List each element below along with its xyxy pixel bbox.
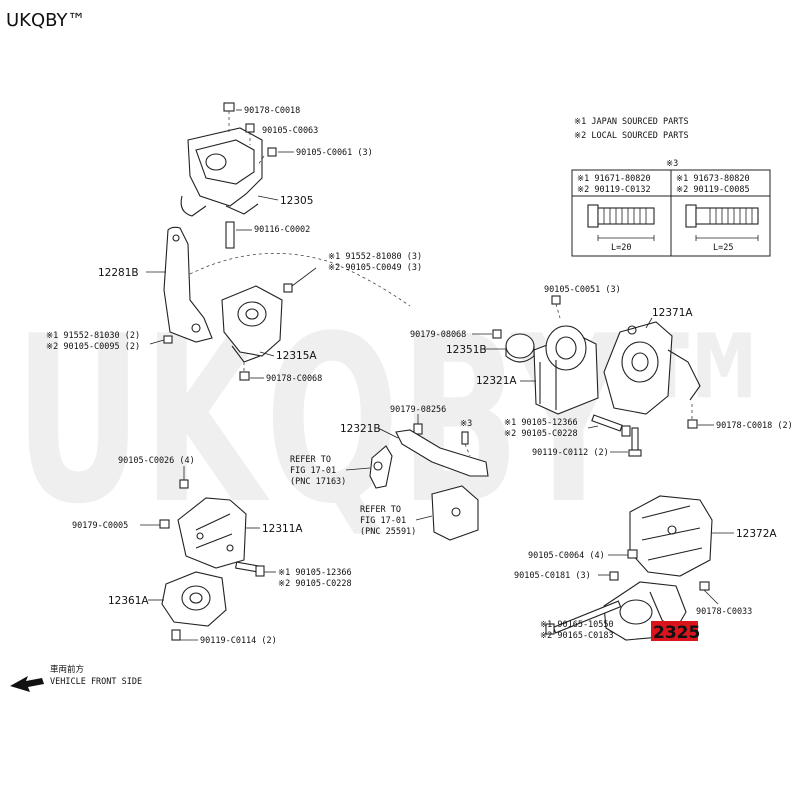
legend-note-2: ※2 LOCAL SOURCED PARTS bbox=[574, 131, 689, 141]
mount-12315a bbox=[221, 285, 283, 363]
engine-mount-12305 bbox=[180, 127, 263, 217]
label-12321b: 12321B bbox=[340, 423, 381, 435]
label-90105-c0061: 90105-C0061 (3) bbox=[296, 148, 373, 158]
mount-12361a bbox=[161, 571, 227, 627]
label-290105-c0095: ※2 90105-C0095 (2) bbox=[46, 342, 140, 352]
label-90179-08068: 90179-08068 bbox=[410, 330, 466, 340]
mount-12371a bbox=[603, 321, 701, 415]
label-12371a: 12371A bbox=[652, 307, 693, 319]
front-arrow-icon bbox=[10, 676, 44, 692]
label-290105-c0049: ※2 90105-C0049 (3) bbox=[328, 263, 422, 273]
label-90178-c0068: 90178-C0068 bbox=[266, 374, 322, 384]
label-star3: ※3 bbox=[460, 419, 472, 429]
bolt-90165-10550 bbox=[545, 600, 622, 635]
label-12315a: 12315A bbox=[276, 350, 317, 362]
label-290105-c0228-left: ※2 90105-C0228 bbox=[278, 579, 352, 589]
bushing-12351b bbox=[505, 333, 535, 363]
bolt-90105-12366-left bbox=[235, 561, 265, 577]
refer2-line2: FIG 17-01 bbox=[360, 516, 406, 526]
label-90179-08256: 90179-08256 bbox=[390, 405, 446, 415]
bolts-top bbox=[223, 102, 277, 249]
bracket-12321a bbox=[533, 325, 599, 415]
label-90105-c0181: 90105-C0181 (3) bbox=[514, 571, 591, 581]
label-90119-c0114: 90119-C0114 (2) bbox=[200, 636, 277, 646]
label-190105-12366-right: ※1 90105-12366 bbox=[504, 418, 578, 428]
label-2325: 2325 bbox=[653, 623, 700, 643]
label-90105-c0051: 90105-C0051 (3) bbox=[544, 285, 621, 295]
bolt-right-drawing: L=25 bbox=[685, 204, 759, 253]
bolt-left-drawing: L=20 bbox=[587, 204, 655, 253]
refer1-line3: (PNC 17163) bbox=[290, 477, 346, 487]
label-12321a: 12321A bbox=[476, 375, 517, 387]
bolt-right-part-1: ※1 91673-80820 bbox=[676, 174, 750, 184]
label-12311a: 12311A bbox=[262, 523, 303, 535]
label-290105-c0228-right: ※2 90105-C0228 bbox=[504, 429, 578, 439]
label-90119-c0112: 90119-C0112 (2) bbox=[532, 448, 609, 458]
label-91552-81080: ※1 91552-81080 (3) bbox=[328, 252, 422, 262]
label-90178-c0033: 90178-C0033 bbox=[696, 607, 752, 617]
front-label-cn: 車両前方 bbox=[50, 664, 84, 675]
label-90105-c0026: 90105-C0026 (4) bbox=[118, 456, 195, 466]
highlight-badge bbox=[651, 621, 698, 641]
label-190105-12366-left: ※1 90105-12366 bbox=[278, 568, 352, 578]
legend-note-3: ※3 bbox=[666, 159, 678, 169]
label-12372a: 12372A bbox=[736, 528, 777, 540]
label-90178-c0018-top: 90178-C0018 bbox=[244, 106, 300, 116]
bolt-left-part-2: ※2 90119-C0132 bbox=[577, 185, 651, 195]
brand-logo: UKQBY™ bbox=[6, 10, 86, 31]
bolt-90105-12366-right bbox=[591, 414, 631, 437]
bracket-lower-link bbox=[431, 485, 479, 541]
label-290165-c0183: ※2 90165-C0183 bbox=[540, 631, 614, 641]
bolt-right-part-2: ※2 90119-C0085 bbox=[676, 185, 750, 195]
bracket-12281b bbox=[163, 226, 213, 343]
label-90116-c0002: 90116-C0002 bbox=[254, 225, 310, 235]
refer1-line1: REFER TO bbox=[290, 455, 331, 465]
bolt-left-length: L=20 bbox=[611, 243, 631, 253]
bracket-12311a bbox=[177, 497, 247, 569]
label-90105-c0064: 90105-C0064 (4) bbox=[528, 551, 605, 561]
label-12305: 12305 bbox=[280, 195, 313, 207]
refer1-line2: FIG 17-01 bbox=[290, 466, 336, 476]
bolt-left-part-1: ※1 91671-80820 bbox=[577, 174, 651, 184]
label-90179-c0005: 90179-C0005 bbox=[72, 521, 128, 531]
label-90105-c0063: 90105-C0063 bbox=[262, 126, 318, 136]
front-label-en: VEHICLE FRONT SIDE bbox=[50, 677, 142, 687]
legend: ※1 JAPAN SOURCED PARTS ※2 LOCAL SOURCED … bbox=[571, 117, 771, 257]
label-190165-10550: ※1 90165-10550 bbox=[540, 620, 614, 630]
label-12361a: 12361A bbox=[108, 595, 149, 607]
label-12281b: 12281B bbox=[98, 267, 139, 279]
label-12351b: 12351B bbox=[446, 344, 487, 356]
refer2-line1: REFER TO bbox=[360, 505, 401, 515]
bolt-right-length: L=25 bbox=[713, 243, 733, 253]
bracket-12372a bbox=[629, 495, 713, 577]
rod-12321b bbox=[369, 429, 489, 489]
refer2-line3: (PNC 25591) bbox=[360, 527, 416, 537]
label-91552-81030: ※1 91552-81030 (2) bbox=[46, 331, 140, 341]
label-90178-c0018-r: 90178-C0018 (2) bbox=[716, 421, 793, 431]
stud-bolt bbox=[225, 221, 235, 249]
legend-note-1: ※1 JAPAN SOURCED PARTS bbox=[574, 117, 689, 127]
